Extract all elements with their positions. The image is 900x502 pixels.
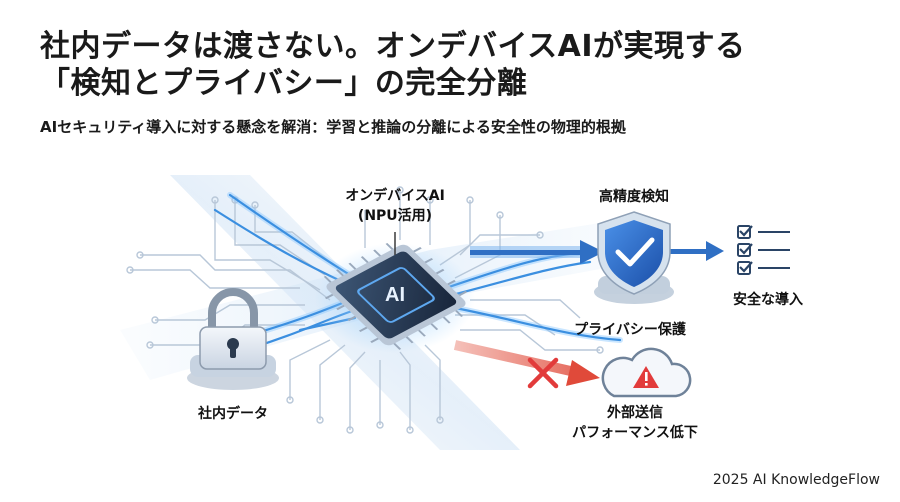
internal-data-label: 社内データ — [198, 406, 268, 422]
block-x-icon — [527, 357, 559, 389]
external-label: 外部送信 パフォーマンス低下 — [560, 403, 710, 443]
detection-label: 高精度検知 — [599, 189, 669, 205]
page-title: 社内データは渡さない。オンデバイスAIが実現する 「検知とプライバシー」の完全分… — [40, 28, 880, 102]
safe-adoption-label: 安全な導入 — [733, 292, 803, 308]
external-label-line-2: パフォーマンス低下 — [572, 425, 698, 441]
cloud-warning-icon — [601, 347, 692, 398]
shield-check-icon — [594, 211, 674, 304]
blocked-arrow-external — [453, 340, 600, 386]
ai-chip-text: AI — [385, 284, 405, 306]
ai-chip-label-line-1: オンデバイスAI — [345, 188, 445, 204]
checklist-icon — [737, 225, 790, 275]
padlock-icon — [187, 288, 279, 390]
ai-chip-icon — [323, 242, 468, 350]
title-line-2: 「検知とプライバシー」の完全分離 — [40, 66, 528, 101]
page-subtitle: AIセキュリティ導入に対する懸念を解消：学習と推論の分離による安全性の物理的根拠 — [40, 118, 626, 136]
privacy-label: プライバシー保護 — [574, 322, 686, 338]
title-line-1: 社内データは渡さない。オンデバイスAIが実現する — [40, 29, 746, 64]
ai-chip-label-line-2: (NPU活用) — [357, 208, 433, 224]
external-label-line-1: 外部送信 — [607, 405, 663, 421]
footer-credit: 2025 AI KnowledgeFlow — [712, 472, 880, 488]
ai-chip-label: オンデバイスAI (NPU活用) — [330, 186, 460, 226]
circuit-traces — [126, 186, 604, 434]
flow-arrow-to-checklist — [668, 241, 724, 261]
flow-arrow-to-detection — [470, 240, 604, 264]
